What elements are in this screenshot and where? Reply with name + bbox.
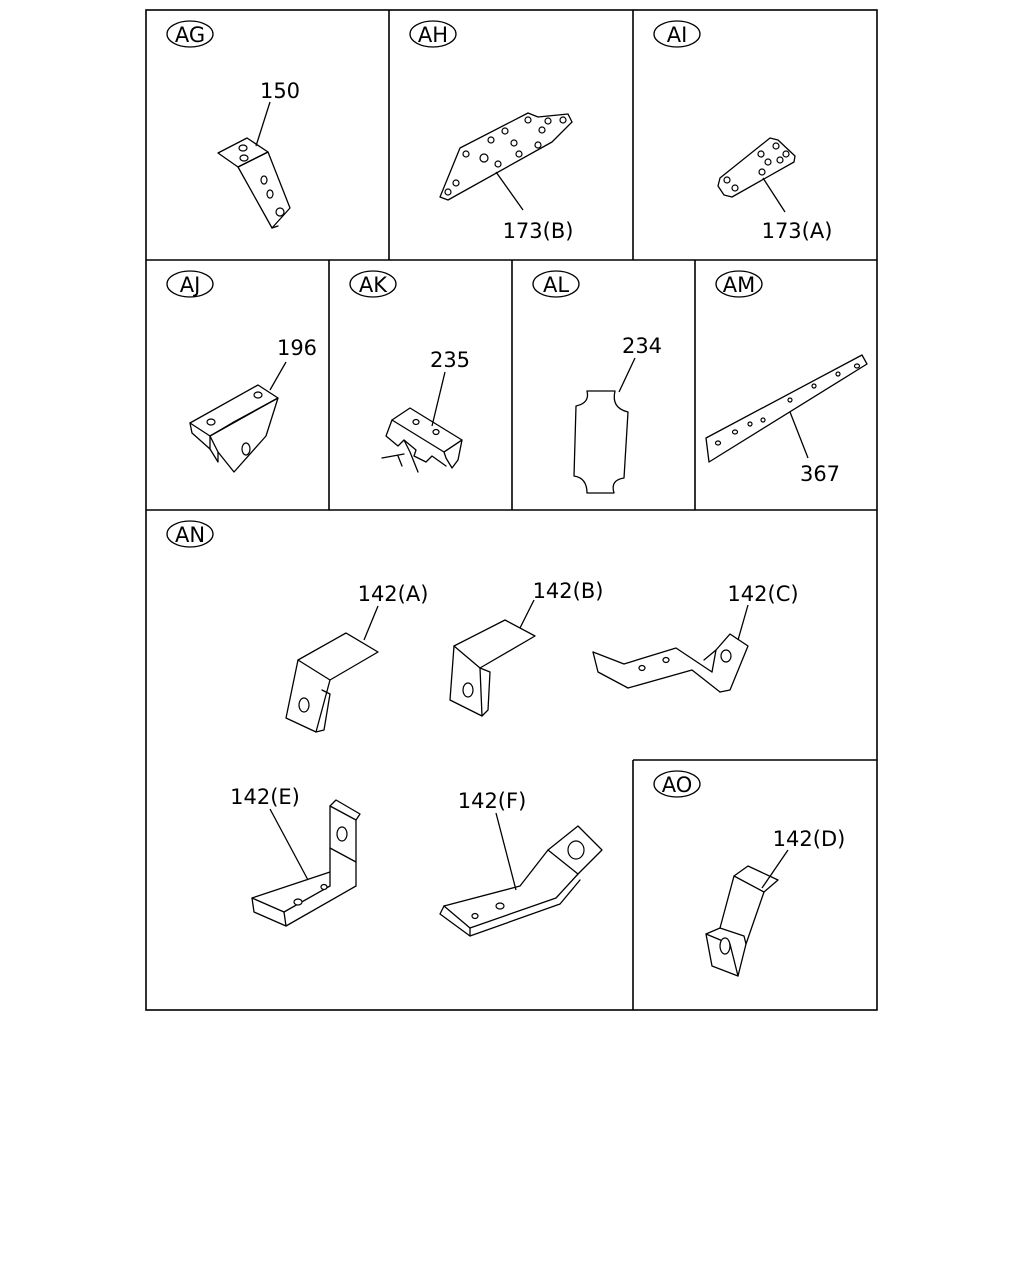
bracket-235-drawing [381, 407, 463, 473]
part-number-142b: 142(B) [533, 579, 604, 603]
bracket-196-drawing [189, 384, 279, 473]
section-ag: AG 150 [166, 20, 300, 229]
part-number-196: 196 [277, 336, 317, 360]
section-badge-an: AN [166, 520, 214, 548]
part-number-173b: 173(B) [503, 219, 574, 243]
section-badge-al: AL [532, 270, 580, 298]
bracket-142a-drawing [285, 632, 379, 733]
section-al: AL 234 [532, 270, 662, 494]
bracket-142b-drawing [449, 619, 536, 717]
part-number-235: 235 [430, 348, 470, 372]
section-ak: AK 235 [349, 270, 470, 473]
section-badge-ah: AH [409, 20, 457, 48]
bracket-173b-drawing [439, 112, 573, 201]
section-label-ao: AO [662, 773, 693, 797]
section-label-aj: AJ [180, 273, 201, 297]
part-number-150: 150 [260, 79, 300, 103]
part-number-173a: 173(A) [762, 219, 833, 243]
part-number-142f: 142(F) [458, 789, 527, 813]
bracket-150-drawing [217, 137, 291, 229]
section-label-ai: AI [667, 23, 688, 47]
section-badge-ai: AI [653, 20, 701, 48]
section-label-ag: AG [175, 23, 205, 47]
bracket-142e-drawing [251, 799, 361, 927]
grid-lines [145, 9, 878, 1011]
section-am: AM 367 [705, 270, 868, 486]
section-an: AN 142(A) 142(B) [166, 520, 799, 937]
bracket-173a-drawing [717, 137, 796, 198]
part-number-142e: 142(E) [230, 785, 300, 809]
section-ai: AI 173(A) [653, 20, 833, 243]
section-aj: AJ 196 [166, 270, 317, 473]
part-number-142c: 142(C) [727, 582, 798, 606]
part-number-234: 234 [622, 334, 662, 358]
part-number-142d: 142(D) [773, 827, 846, 851]
section-label-ak: AK [359, 273, 388, 297]
section-badge-ao: AO [653, 770, 701, 798]
section-badge-ag: AG [166, 20, 214, 48]
part-number-142a: 142(A) [358, 582, 429, 606]
section-badge-am: AM [715, 270, 763, 298]
plate-234-drawing [573, 390, 629, 494]
bracket-142d-drawing [705, 865, 779, 977]
section-label-an: AN [175, 523, 205, 547]
strip-367-drawing [705, 354, 868, 463]
section-label-al: AL [543, 273, 569, 297]
bracket-142c-drawing [592, 633, 749, 693]
section-badge-aj: AJ [166, 270, 214, 298]
section-label-am: AM [723, 273, 755, 297]
section-badge-ak: AK [349, 270, 397, 298]
section-ah: AH 173(B) [409, 20, 574, 243]
part-number-367: 367 [800, 462, 840, 486]
section-label-ah: AH [418, 23, 448, 47]
bracket-142f-drawing [439, 825, 603, 937]
section-ao: AO 142(D) [653, 770, 846, 977]
